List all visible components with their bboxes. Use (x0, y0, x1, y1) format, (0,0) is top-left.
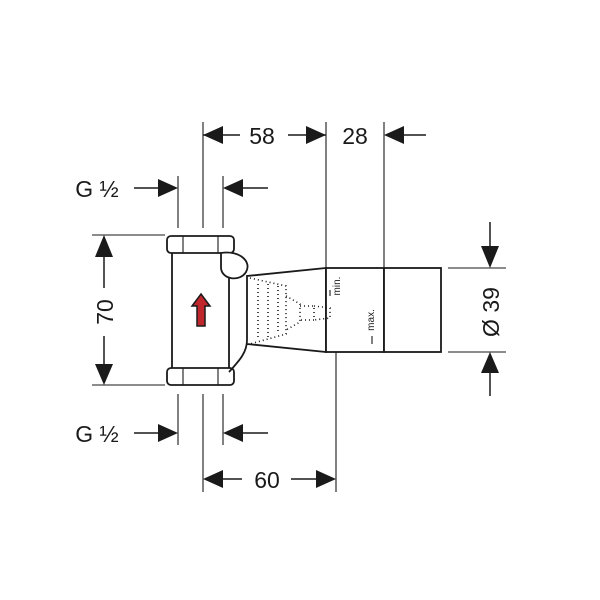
diameter-label: Ø 39 (478, 287, 504, 337)
thread-top-label: G ½ (75, 176, 118, 202)
dimension-diameter: Ø 39 (478, 222, 504, 396)
dimension-60-label: 60 (254, 467, 280, 493)
dimension-28-label: 28 (342, 123, 368, 149)
extension-lines (92, 122, 506, 492)
dimension-70: 70 (92, 235, 118, 385)
min-marker-label: min. (332, 277, 343, 296)
flow-arrow (190, 292, 212, 327)
dimension-58: 58 (203, 123, 326, 149)
max-marker-label: max. (366, 309, 377, 331)
dimension-28: 28 (342, 123, 426, 149)
thread-bottom-label: G ½ (75, 421, 118, 447)
dimension-60: 60 (203, 467, 336, 493)
dimension-70-label: 70 (92, 299, 118, 325)
thread-dimension-bottom: G ½ (75, 421, 268, 447)
valve-body: min. max. (166, 235, 442, 386)
thread-dimension-top: G ½ (75, 176, 268, 202)
dimension-58-label: 58 (249, 123, 275, 149)
